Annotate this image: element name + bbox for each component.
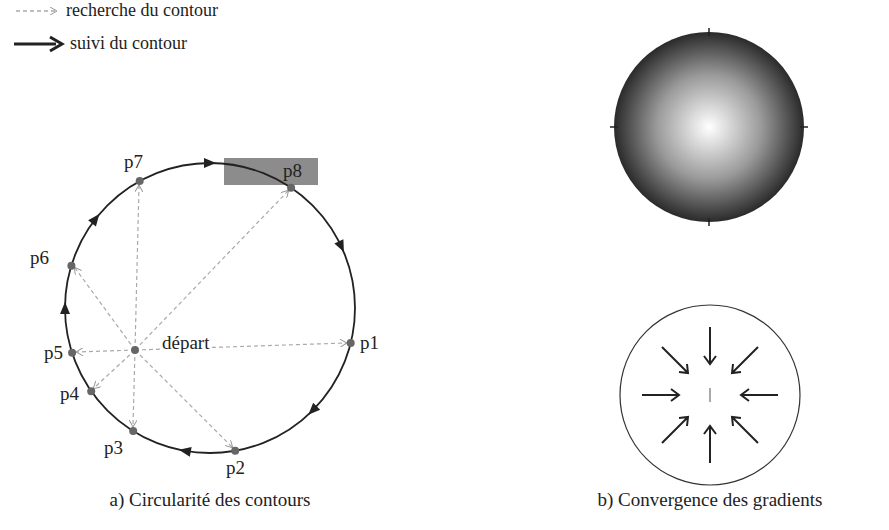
point-label: p6	[30, 248, 49, 269]
legend-text: suivi du contour	[70, 34, 187, 54]
point-label: p3	[104, 438, 123, 459]
point-label: p2	[226, 458, 245, 479]
legend-text: recherche du contour	[66, 1, 218, 21]
panel-caption: b) Convergence des gradients	[598, 490, 823, 511]
start-label: départ	[160, 333, 211, 354]
point-label: p7	[124, 152, 143, 173]
legend-samples	[14, 11, 62, 51]
point-label: p5	[44, 343, 63, 364]
point-label: p4	[60, 384, 79, 405]
point-label: p1	[360, 333, 379, 354]
contour-circle-figure	[60, 158, 355, 457]
point-label: p8	[283, 161, 302, 182]
panel-caption: a) Circularité des contours	[109, 490, 310, 511]
gradient-disc	[610, 28, 808, 226]
gradient-convergence-figure	[620, 305, 800, 485]
